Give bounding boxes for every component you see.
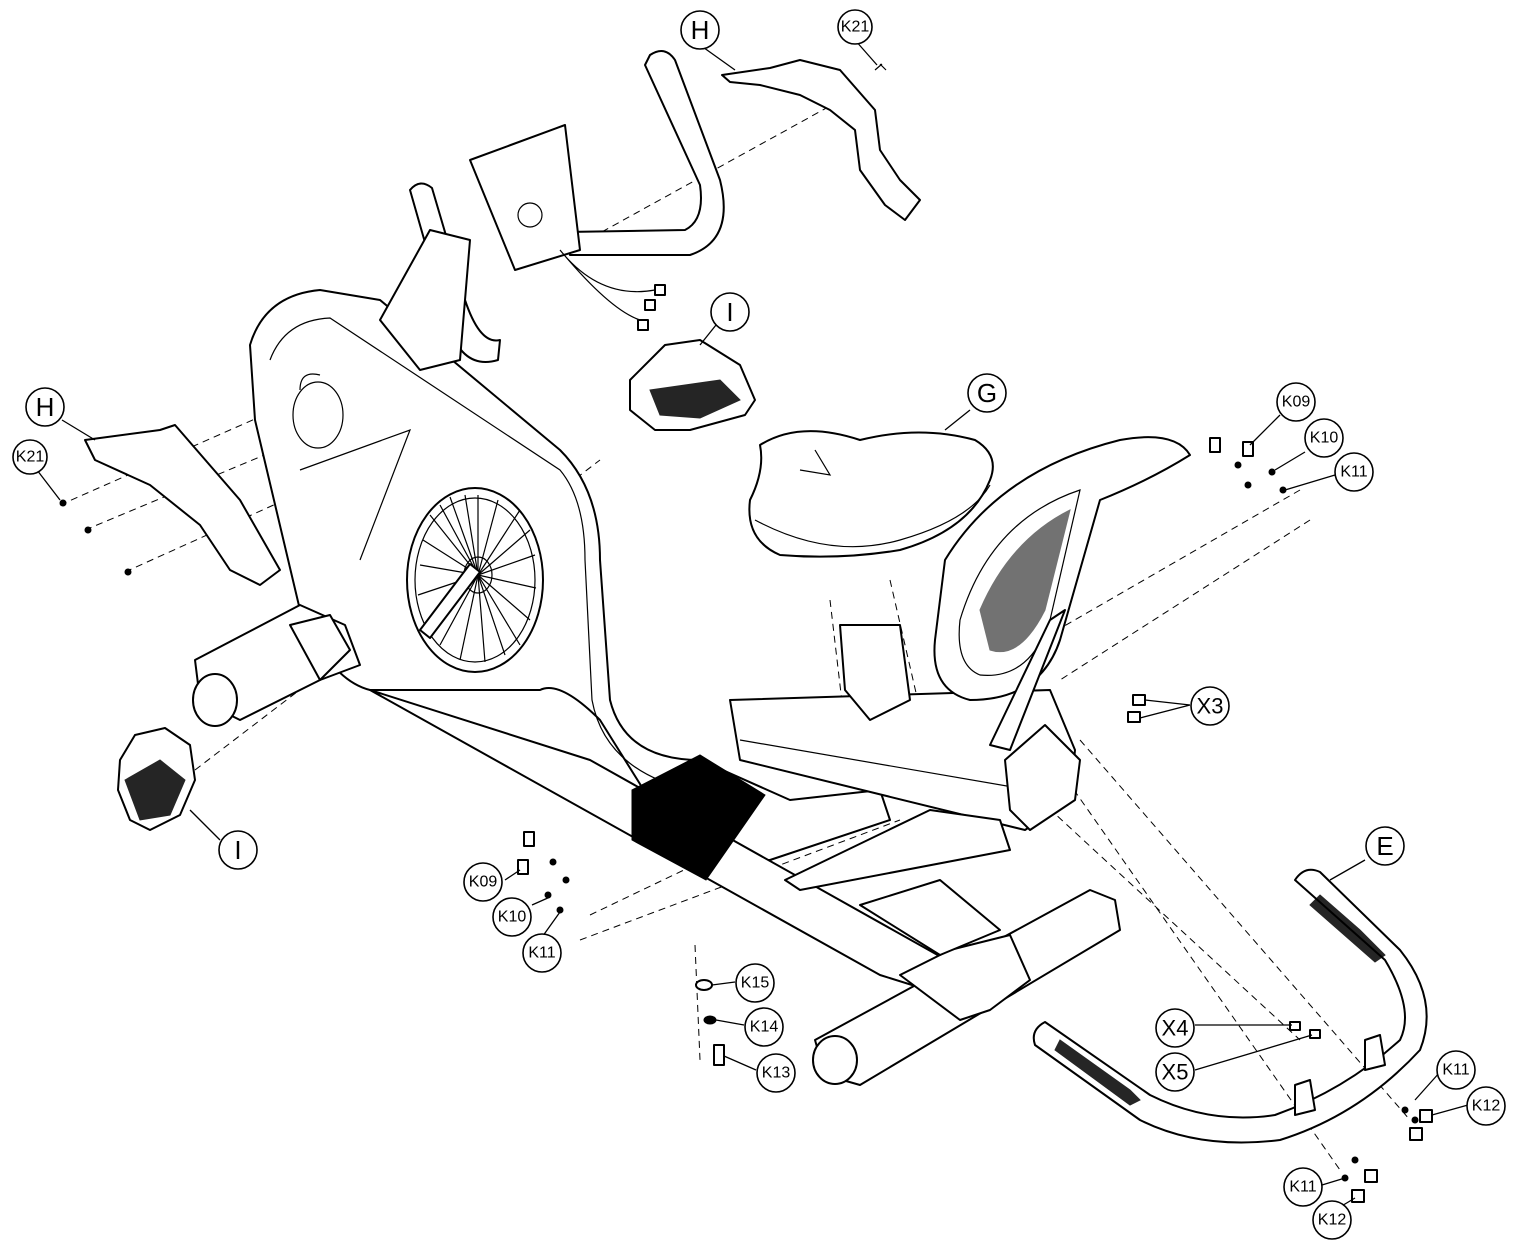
seat-handlebar <box>1032 868 1428 1144</box>
svg-text:K12: K12 <box>1472 1098 1501 1115</box>
callout-x5: X5 <box>1155 1052 1195 1092</box>
callout-leaders <box>36 39 1469 1211</box>
svg-text:K11: K11 <box>528 945 555 962</box>
callout-e: E <box>1365 826 1405 866</box>
callout-k11-lower: K11 <box>1436 1050 1476 1090</box>
backrest <box>933 436 1191 751</box>
svg-text:E: E <box>1376 831 1393 861</box>
callout-k14: K14 <box>744 1007 784 1047</box>
svg-text:K10: K10 <box>498 909 527 926</box>
svg-text:I: I <box>234 835 241 865</box>
svg-text:K10: K10 <box>1310 430 1339 447</box>
callout-h-top: H <box>680 10 720 50</box>
callout-k09-mid: K09 <box>463 862 503 902</box>
callout-k21-top: K21 <box>837 9 873 45</box>
callout-k15: K15 <box>735 963 775 1003</box>
callout-k12-lower: K12 <box>1466 1086 1506 1126</box>
svg-text:I: I <box>726 297 733 327</box>
svg-text:K13: K13 <box>762 1065 791 1082</box>
callout-i-top: I <box>710 292 750 332</box>
callout-k10-right: K10 <box>1304 418 1344 458</box>
svg-text:K15: K15 <box>741 975 770 992</box>
handlebar-cover-top <box>721 59 921 221</box>
upper-handlebar <box>379 50 725 371</box>
callout-k11-right: K11 <box>1334 452 1374 492</box>
callout-k09-right: K09 <box>1276 382 1316 422</box>
callout-k13: K13 <box>756 1053 796 1093</box>
svg-text:K11: K11 <box>1289 1179 1316 1196</box>
callout-x4: X4 <box>1155 1008 1195 1048</box>
svg-text:X4: X4 <box>1162 1016 1189 1041</box>
callout-g: G <box>967 373 1007 413</box>
svg-text:K12: K12 <box>1318 1212 1347 1229</box>
callout-k21-left: K21 <box>12 439 48 475</box>
main-frame <box>192 289 1121 1086</box>
svg-text:X3: X3 <box>1197 694 1224 719</box>
callout-k12-bottom: K12 <box>1312 1200 1352 1240</box>
pedal-right <box>629 339 756 431</box>
callout-x3: X3 <box>1190 686 1230 726</box>
svg-text:X5: X5 <box>1162 1060 1189 1085</box>
callout-k10-mid: K10 <box>492 897 532 937</box>
handlebar-cover-left <box>84 424 281 586</box>
svg-text:K21: K21 <box>841 19 870 36</box>
seat-cushion <box>748 430 994 558</box>
svg-text:K09: K09 <box>469 874 498 891</box>
svg-text:K11: K11 <box>1442 1062 1469 1079</box>
pedal-left <box>117 727 196 831</box>
callout-h-left: H <box>25 387 65 427</box>
svg-text:H: H <box>36 392 55 422</box>
callout-i-left: I <box>218 830 258 870</box>
svg-text:K09: K09 <box>1282 394 1311 411</box>
callout-k11-bottom: K11 <box>1283 1167 1323 1207</box>
svg-text:G: G <box>977 378 997 408</box>
svg-text:K14: K14 <box>750 1019 779 1036</box>
callout-k11-mid: K11 <box>522 933 562 973</box>
svg-text:H: H <box>691 15 710 45</box>
svg-text:K11: K11 <box>1340 464 1367 481</box>
svg-text:K21: K21 <box>16 449 45 466</box>
rear-stabilizer <box>812 879 1121 1086</box>
front-stabilizer <box>192 604 361 727</box>
